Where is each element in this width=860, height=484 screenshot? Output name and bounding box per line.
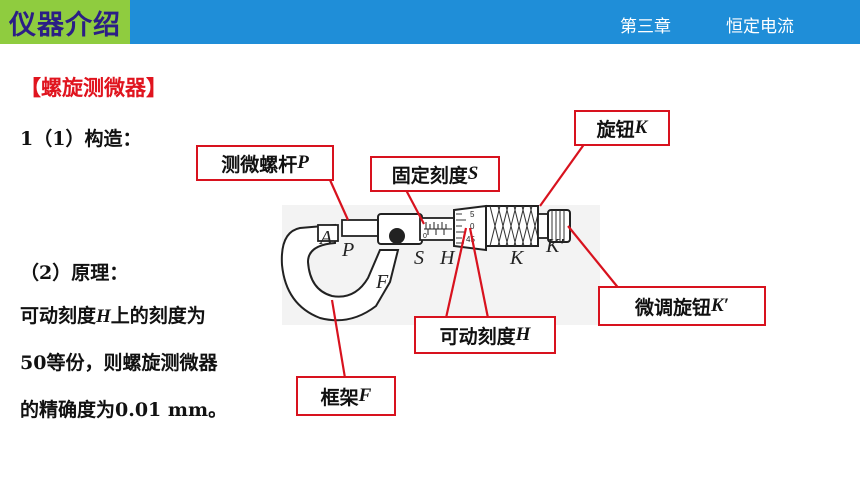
letter-k: K [509, 247, 525, 269]
letter-p: P [341, 239, 354, 261]
sleeve-ticks [424, 222, 452, 235]
principle-line-1: 可动刻度H上的刻度为 [20, 301, 206, 328]
callout-text: 微调旋钮 [634, 296, 711, 319]
frame-shape [280, 223, 400, 322]
letter-k-prime: K′ [545, 235, 564, 257]
page-title: 仪器介绍 [9, 9, 121, 41]
letter-f: F [375, 271, 389, 293]
callout-var: K′ [710, 295, 730, 316]
callout-var: H [515, 324, 531, 345]
callout-var: K [634, 117, 648, 138]
structure-label: 1（1）构造： [20, 128, 142, 150]
chapter-label: 第三章 [620, 17, 671, 37]
callout-text: 测微螺杆 [221, 153, 298, 176]
spindle-shape [341, 219, 381, 237]
header-bar [0, 0, 860, 44]
letter-h: H [439, 247, 456, 269]
scale-number: 0 [423, 233, 427, 240]
letter-a: A [318, 227, 333, 249]
principle-var: H [96, 306, 111, 327]
principle-line-2: 50等份，则螺旋测微器 [20, 352, 218, 374]
ratchet-knurl [551, 210, 565, 242]
callout-var: F [358, 385, 372, 406]
knurl-pattern [489, 205, 539, 247]
section-heading: 【螺旋测微器】 [20, 76, 167, 100]
scale-number: 0 [470, 222, 475, 231]
lock-knob [389, 228, 405, 244]
section-label: 恒定电流 [726, 17, 794, 37]
letter-s: S [414, 247, 424, 269]
scale-number: 45 [466, 235, 475, 244]
title-box: 仪器介绍 [0, 0, 130, 44]
callout-text: 旋钮 [596, 118, 635, 141]
principle-text: 可动刻度 [20, 305, 97, 327]
principle-line-3: 的精确度为0.01 mm。 [20, 399, 228, 421]
callout-var: P [297, 152, 309, 173]
scale-number: 5 [470, 210, 475, 219]
callout-var: S [467, 163, 479, 184]
callout-text: 框架 [320, 386, 359, 409]
anvil [317, 224, 339, 242]
callout-text: 可动刻度 [439, 325, 516, 348]
principle-text: 上的刻度为 [110, 305, 206, 327]
leader-lines [328, 142, 621, 379]
callout-text: 固定刻度 [391, 164, 468, 187]
principle-label: （2）原理： [20, 262, 129, 284]
